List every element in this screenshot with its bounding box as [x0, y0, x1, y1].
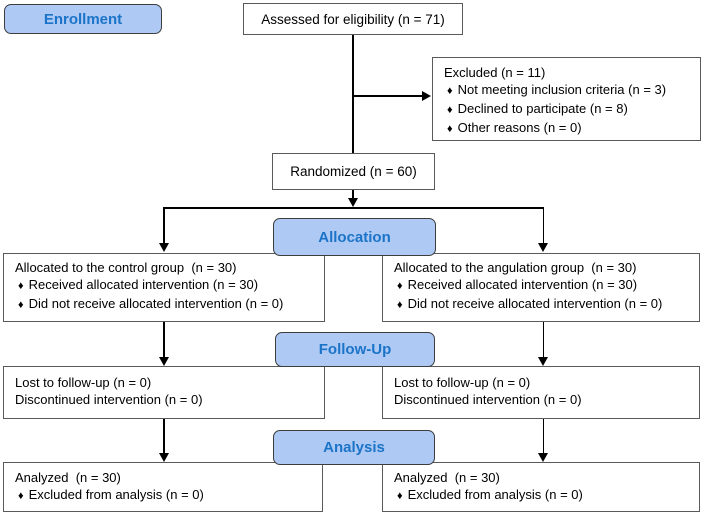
- enrollment-stage-text: Enrollment: [43, 10, 123, 28]
- analysis-stage-label: Analysis: [273, 430, 435, 465]
- allocated-angulation-box: Allocated to the angulation group (n = 3…: [382, 253, 700, 322]
- diamond-bullet-icon: ♦: [397, 299, 403, 311]
- arrow-right-icon: [422, 91, 431, 101]
- allocation-stage-text: Allocation: [318, 228, 391, 246]
- arrow-down-icon: [159, 453, 169, 462]
- list-item: ♦ Declined to participate (n = 8): [447, 100, 697, 119]
- diamond-bullet-icon: ♦: [397, 280, 403, 292]
- followup-control-line: Discontinued intervention (n = 0): [15, 392, 203, 407]
- bullet-text: Excluded from analysis (n = 0): [28, 487, 204, 502]
- connector-line: [352, 190, 354, 200]
- list-item: ♦ Not meeting inclusion criteria (n = 3): [447, 81, 697, 100]
- followup-angulation-line: Lost to follow-up (n = 0): [394, 375, 531, 390]
- bullet-text: Received allocated intervention (n = 30): [28, 277, 259, 292]
- arrow-down-icon: [538, 453, 548, 462]
- followup-control-line: Lost to follow-up (n = 0): [15, 375, 152, 390]
- followup-stage-text: Follow-Up: [318, 341, 392, 358]
- assessed-title: Assessed for eligibility (n = 71): [261, 11, 445, 27]
- arrow-down-icon: [348, 198, 358, 207]
- diamond-bullet-icon: ♦: [397, 490, 403, 502]
- followup-angulation-box: Lost to follow-up (n = 0) Discontinued i…: [382, 366, 700, 419]
- connector-line: [352, 35, 354, 153]
- bullet-text: Did not receive allocated intervention (…: [28, 296, 284, 311]
- list-item: ♦ Received allocated intervention (n = 3…: [18, 276, 321, 295]
- allocation-stage-label: Allocation: [273, 218, 436, 256]
- diamond-bullet-icon: ♦: [447, 104, 453, 116]
- allocated-control-box: Allocated to the control group (n = 30) …: [3, 253, 325, 322]
- analyzed-angulation-title: Analyzed (n = 30): [394, 470, 500, 485]
- randomized-box: Randomized (n = 60): [272, 153, 435, 190]
- followup-angulation-line: Discontinued intervention (n = 0): [394, 392, 582, 407]
- followup-control-box: Lost to follow-up (n = 0) Discontinued i…: [3, 366, 325, 419]
- arrow-down-icon: [538, 243, 548, 252]
- arrow-down-icon: [159, 243, 169, 252]
- list-item: ♦ Excluded from analysis (n = 0): [18, 486, 319, 505]
- connector-line: [353, 95, 423, 97]
- arrow-down-icon: [538, 357, 548, 366]
- analysis-stage-text: Analysis: [323, 439, 385, 456]
- connector-line: [163, 417, 165, 454]
- diamond-bullet-icon: ♦: [18, 280, 24, 292]
- excluded-box: Excluded (n = 11) ♦ Not meeting inclusio…: [432, 57, 701, 141]
- list-item: ♦ Did not receive allocated intervention…: [18, 295, 321, 314]
- bullet-text: Received allocated intervention (n = 30): [407, 277, 638, 292]
- allocated-angulation-title: Allocated to the angulation group (n = 3…: [394, 260, 637, 275]
- diamond-bullet-icon: ♦: [447, 123, 453, 135]
- connector-line: [163, 207, 165, 244]
- randomized-title: Randomized (n = 60): [290, 164, 417, 179]
- analyzed-control-title: Analyzed (n = 30): [15, 470, 121, 485]
- connector-line: [163, 321, 165, 358]
- connector-line: [542, 417, 545, 454]
- bullet-text: Other reasons (n = 0): [457, 120, 582, 135]
- followup-stage-label: Follow-Up: [275, 332, 435, 367]
- assessed-box: Assessed for eligibility (n = 71): [243, 3, 463, 35]
- allocated-control-title: Allocated to the control group (n = 30): [15, 260, 237, 275]
- enrollment-stage-label: Enrollment: [4, 4, 162, 34]
- bullet-text: Not meeting inclusion criteria (n = 3): [457, 82, 667, 97]
- list-item: ♦ Did not receive allocated intervention…: [397, 295, 696, 314]
- analyzed-control-box: Analyzed (n = 30) ♦ Excluded from analys…: [3, 462, 323, 512]
- diamond-bullet-icon: ♦: [447, 85, 453, 97]
- connector-line: [542, 207, 545, 244]
- bullet-text: Excluded from analysis (n = 0): [407, 487, 583, 502]
- bullet-text: Did not receive allocated intervention (…: [407, 296, 663, 311]
- diamond-bullet-icon: ♦: [18, 299, 24, 311]
- list-item: ♦ Received allocated intervention (n = 3…: [397, 276, 696, 295]
- diamond-bullet-icon: ♦: [18, 490, 24, 502]
- connector-line: [163, 207, 544, 209]
- excluded-title: Excluded (n = 11): [444, 65, 546, 80]
- list-item: ♦ Excluded from analysis (n = 0): [397, 486, 696, 505]
- list-item: ♦ Other reasons (n = 0): [447, 119, 697, 138]
- arrow-down-icon: [159, 357, 169, 366]
- connector-line: [542, 321, 545, 358]
- analyzed-angulation-box: Analyzed (n = 30) ♦ Excluded from analys…: [382, 462, 700, 512]
- bullet-text: Declined to participate (n = 8): [457, 101, 628, 116]
